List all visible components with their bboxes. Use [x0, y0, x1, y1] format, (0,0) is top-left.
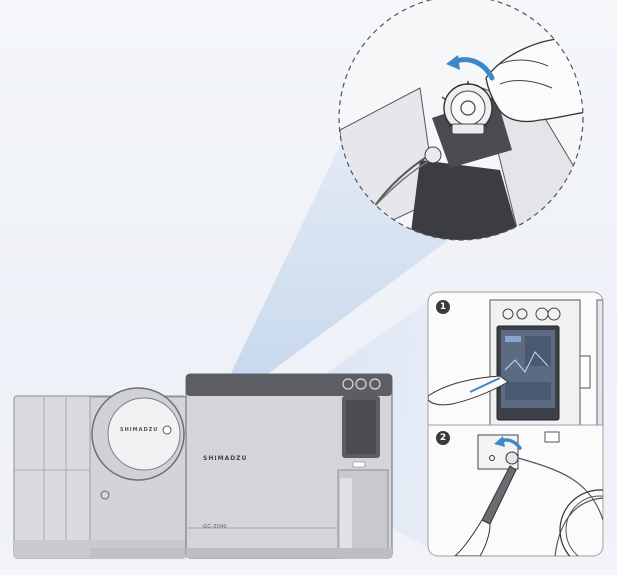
top-button-2: [355, 378, 367, 390]
top-panel: [186, 374, 392, 396]
step-2-badge: 2: [436, 431, 450, 445]
step-1-badge: 1: [436, 300, 450, 314]
steps-panel: [427, 291, 604, 557]
model-label: GC-2040: [203, 524, 227, 530]
gc-instrument: [13, 373, 393, 559]
panel-brand-label: SHIMADZU: [203, 455, 248, 462]
screen-arrow-icon: [469, 377, 501, 393]
door-brand-label: SHIMADZU: [120, 427, 159, 433]
zoom-detail: [338, 0, 584, 241]
foot-button: [100, 490, 110, 500]
zoom-outline: [338, 0, 584, 241]
nut: [441, 81, 495, 135]
door-knob: [162, 425, 172, 435]
top-button-1: [342, 378, 354, 390]
top-button-3: [369, 378, 381, 390]
